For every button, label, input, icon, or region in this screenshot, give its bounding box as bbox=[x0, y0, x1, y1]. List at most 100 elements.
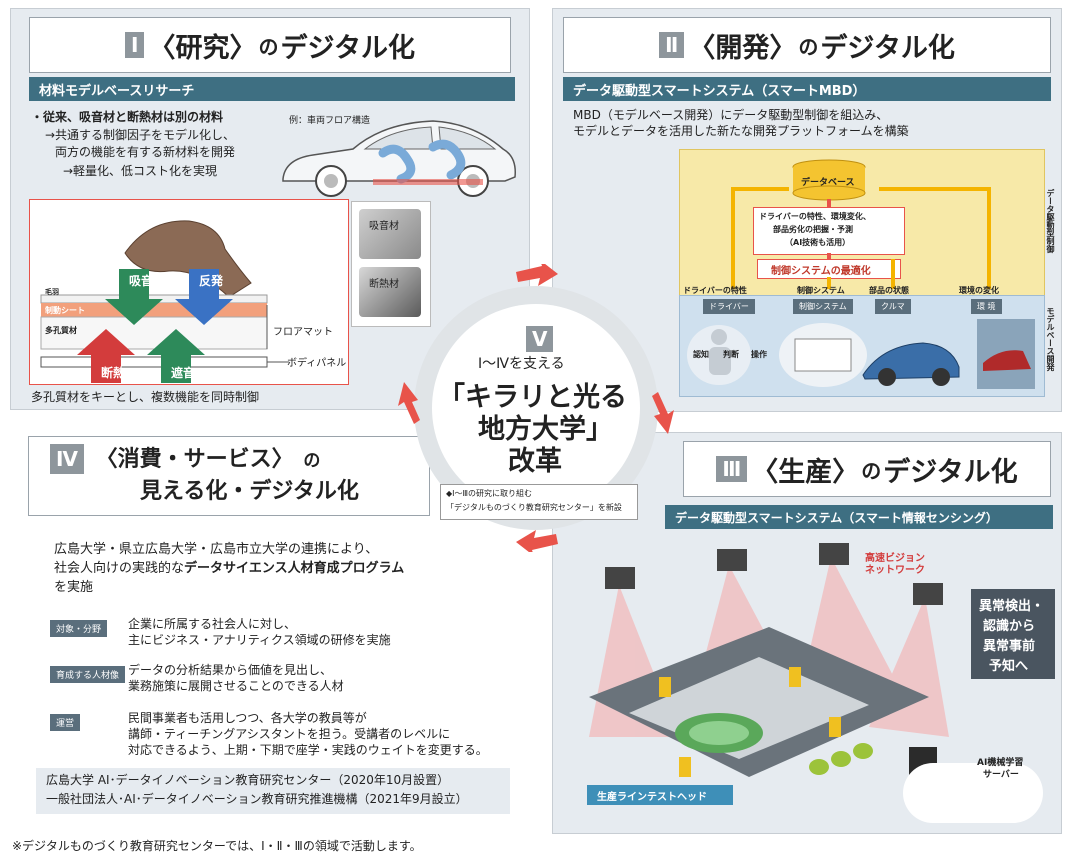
center-note-box bbox=[440, 484, 638, 520]
arrow-reflect-label: 反発 bbox=[199, 274, 224, 288]
server-cloud bbox=[903, 763, 1043, 823]
layer-porous-label: 多孔質材 bbox=[45, 326, 77, 335]
title-part: の bbox=[861, 458, 882, 483]
service-intro-3: を実施 bbox=[54, 580, 94, 595]
database-label: データベース bbox=[801, 178, 855, 188]
research-line-4: →軽量化、低コスト化を実現 bbox=[63, 164, 218, 178]
panel-service-title-box bbox=[28, 436, 430, 516]
title-part: の bbox=[258, 34, 279, 59]
research-footer: 多孔質材をキーとし、複数機能を同時制御 bbox=[31, 390, 260, 404]
tag-operation: 運営 bbox=[50, 714, 81, 731]
title-part: の bbox=[303, 451, 321, 471]
model-illustrations bbox=[687, 319, 1035, 389]
column-part-state: 部品の状態 bbox=[869, 286, 909, 295]
service-intro-2: 社会人向けの実践的なデータサイエンス人材育成プログラム bbox=[54, 559, 404, 578]
research-line-1: ・従来、吸音材と断熱材は別の材料 bbox=[31, 110, 224, 124]
panel-production: Ⅲ 〈生産〉 の デジタル化 データ駆動型スマートシステム（スマート情報センシン… bbox=[552, 432, 1062, 834]
sample-absorb-label: 吸音材 bbox=[369, 221, 399, 232]
sample-insulate-swatch bbox=[359, 267, 421, 317]
sample-insulate-label: 断熱材 bbox=[369, 279, 399, 290]
title-part: 〈生産〉 bbox=[751, 456, 860, 488]
title-part: デジタル化 bbox=[820, 32, 955, 64]
vision-network-label-1: 高速ビジョン bbox=[865, 553, 925, 564]
operation-line-1: 民間事業者も活用しつつ、各大学の教員等が bbox=[128, 711, 367, 725]
panel-research-bar: 材料モデルベースリサーチ bbox=[29, 77, 515, 101]
title-part: 〈開発〉 bbox=[688, 32, 797, 64]
column-control-system: 制御システム bbox=[797, 286, 845, 295]
vision-network-label-2: ネットワーク bbox=[865, 565, 925, 576]
anomaly-line-1: 異常検出・ bbox=[979, 599, 1045, 614]
development-desc-2: モデルとデータを活用した新たな開発プラットフォームを構築 bbox=[573, 124, 909, 138]
operation-line-3: 対応できるよう、上期・下期で座学・実践のウェイトを変更する。 bbox=[128, 743, 488, 757]
flow-decide: 判断 bbox=[723, 350, 739, 359]
footnote: ※デジタルものづくり教育研究センターでは、Ⅰ・Ⅱ・Ⅲの領域で活動します。 bbox=[12, 839, 422, 853]
optimize-label: 制御システムの最適化 bbox=[771, 266, 871, 277]
layer-resin-label: 制動シート bbox=[45, 306, 85, 315]
analysis-line-3: （AI技術も活用） bbox=[785, 238, 851, 247]
roman-numeral: Ⅳ bbox=[50, 444, 84, 474]
title-part: の bbox=[798, 34, 819, 59]
floor-mat-label: フロアマット bbox=[273, 327, 333, 338]
center-line-1: 「キラリと光る bbox=[438, 382, 627, 413]
label-driver: ドライバー bbox=[703, 299, 755, 314]
title-part: 〈消費・サービス〉 bbox=[95, 447, 294, 472]
arrow-insulate-label: 断熱 bbox=[101, 366, 126, 380]
panel-development-bar: データ駆動型スマートシステム（スマートMBD） bbox=[563, 77, 1051, 101]
roman-numeral: Ⅱ bbox=[659, 32, 685, 58]
column-driver-trait: ドライバーの特性 bbox=[683, 286, 747, 295]
operation-line-2: 講師・ティーチングアシスタントを担う。受講者のレベルに bbox=[128, 727, 451, 741]
label-car: クルマ bbox=[875, 299, 911, 314]
tag-target: 対象・分野 bbox=[50, 620, 108, 637]
org-box bbox=[36, 768, 510, 814]
service-intro-1: 広島大学・県立広島大学・広島市立大学の連携により、 bbox=[54, 542, 379, 557]
center-line-2: 地方大学」 bbox=[478, 414, 613, 445]
panel-research-title: Ⅰ 〈研究〉 の デジタル化 bbox=[29, 17, 511, 73]
side-label-model-based: モデルベース開発 bbox=[1046, 307, 1055, 371]
roman-numeral: Ⅰ bbox=[125, 32, 145, 58]
testbed-label: 生産ラインテストヘッド bbox=[587, 785, 733, 805]
tag-talent: 育成する人材像 bbox=[50, 666, 126, 683]
body-panel-label: ボディパネル bbox=[287, 358, 347, 369]
layer-top-label: 毛羽 bbox=[45, 288, 59, 296]
analysis-line-2: 部品劣化の把握・予測 bbox=[773, 225, 853, 234]
title-part: デジタル化 bbox=[280, 32, 415, 64]
cycle-ring bbox=[398, 264, 674, 552]
server-label-1: AI機械学習 bbox=[977, 758, 1024, 768]
column-environment: 環境の変化 bbox=[959, 286, 999, 295]
panel-service-title-line2: 見える化・デジタル化 bbox=[140, 479, 359, 504]
floor-structure-diagram bbox=[40, 220, 289, 383]
development-desc-1: MBD（モデルベース開発）にデータ駆動型制御を組込み、 bbox=[573, 108, 889, 122]
label-control: 制御システム bbox=[793, 299, 853, 314]
anomaly-line-2: 認識から bbox=[983, 619, 1036, 634]
flow-operate: 操作 bbox=[751, 350, 767, 359]
org-line-1: 広島大学 AI･データイノベーション教育研究センター（2020年10月設置） bbox=[46, 773, 450, 787]
panel-development: Ⅱ 〈開発〉 の デジタル化 データ駆動型スマートシステム（スマートMBD） M… bbox=[552, 8, 1062, 412]
org-line-2: 一般社団法人･AI･データイノベーション教育研究推進機構（2021年9月設立） bbox=[46, 792, 468, 806]
intro-highlight: データサイエンス人材育成プログラム bbox=[184, 561, 405, 576]
car-note: 例：車両フロア構造 bbox=[289, 116, 371, 126]
center-note-2: 「デジタルものづくり教育研究センター」を新設 bbox=[446, 503, 622, 512]
side-label-data-driven: データ駆動型制御 bbox=[1046, 189, 1055, 253]
center-line-3: 改革 bbox=[508, 446, 562, 477]
factory-illustration bbox=[589, 543, 949, 809]
roman-numeral: Ⅲ bbox=[716, 456, 748, 482]
anomaly-line-3: 異常事前 bbox=[983, 639, 1036, 654]
anomaly-line-4: 予知へ bbox=[989, 659, 1029, 674]
research-line-2: →共通する制御因子をモデル化し、 bbox=[45, 128, 236, 142]
arrow-shield-label: 遮音 bbox=[171, 366, 196, 380]
panel-service-title-line1: Ⅳ 〈消費・サービス〉 の bbox=[50, 444, 322, 475]
panel-production-bar: データ駆動型スマートシステム（スマート情報センシング） bbox=[665, 505, 1053, 529]
car-illustration bbox=[282, 120, 516, 197]
center-roman: Ⅴ bbox=[526, 326, 554, 352]
panel-production-title: Ⅲ 〈生産〉 の デジタル化 bbox=[683, 441, 1051, 497]
title-part: 〈研究〉 bbox=[148, 32, 257, 64]
intro-part: 社会人向けの実践的な bbox=[54, 561, 185, 576]
talent-line-2: 業務施策に展開させることのできる人材 bbox=[128, 679, 344, 693]
panel-development-title: Ⅱ 〈開発〉 の デジタル化 bbox=[563, 17, 1051, 73]
arrow-absorb-label: 吸音 bbox=[129, 274, 154, 288]
label-environment: 環 境 bbox=[971, 299, 1002, 314]
target-line-2: 主にビジネス・アナリティクス領域の研修を実施 bbox=[128, 633, 391, 647]
title-part: デジタル化 bbox=[883, 456, 1018, 488]
analysis-line-1: ドライバーの特性、環境変化、 bbox=[759, 212, 871, 221]
center-support: Ⅰ～Ⅳを支える bbox=[478, 356, 565, 372]
